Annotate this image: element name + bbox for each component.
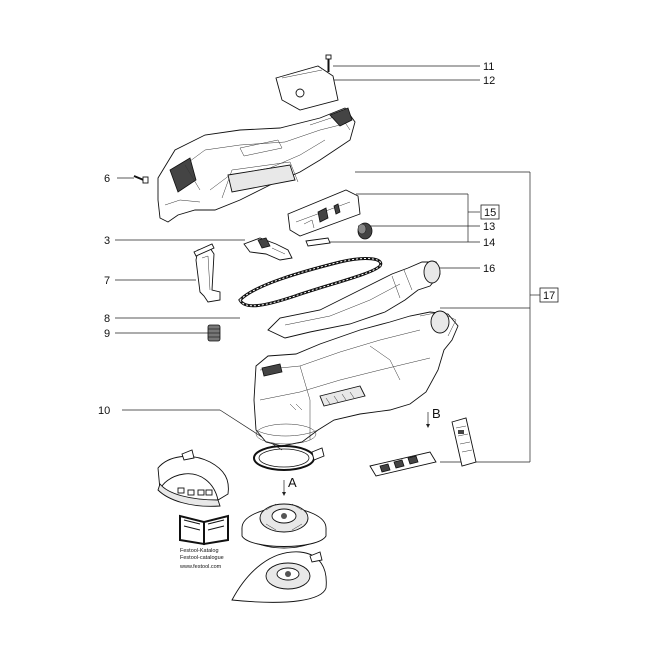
- part-16-dust-channel-icon: [267, 260, 441, 339]
- upper-housing-icon: [157, 107, 356, 223]
- label-7: 7: [104, 275, 110, 287]
- round-sanding-pad-icon: [241, 503, 327, 549]
- label-17-box: [539, 287, 559, 303]
- catalogue-line-1: Festool-Katalog: [180, 548, 219, 554]
- label-3: 3: [104, 235, 110, 247]
- part-7-bracket-icon: [193, 243, 221, 303]
- part-11-screw-icon: [325, 54, 332, 72]
- part-13-knob-icon: [357, 222, 373, 240]
- part-15-switch-plate-icon: [287, 189, 361, 237]
- sticker-strip-icon: [369, 451, 437, 477]
- part-10-ring-icon: [253, 445, 325, 471]
- part-12-cap-icon: [275, 65, 339, 111]
- label-16: 16: [483, 263, 495, 275]
- label-8: 8: [104, 313, 110, 325]
- catalogue-line-2: Festool-catalogue: [180, 555, 224, 561]
- label-A: A: [288, 475, 297, 490]
- protector-ring-icon: [157, 449, 229, 507]
- part-3-switch-icon: [243, 237, 293, 261]
- part-8-belt-icon: [238, 257, 383, 308]
- part-labels: 11 12 6 15 13 3 14 7 16 17 8 9 10 B A: [98, 61, 559, 496]
- label-14: 14: [483, 237, 495, 249]
- catalogue-book-icon: [179, 514, 229, 546]
- label-15-box: [480, 204, 500, 220]
- label-13: 13: [483, 221, 495, 233]
- label-17: 17: [543, 290, 555, 302]
- part-14-plate-icon: [305, 237, 331, 247]
- label-15: 15: [484, 207, 496, 219]
- label-6: 6: [104, 173, 110, 185]
- label-12: 12: [483, 75, 495, 87]
- label-11: 11: [483, 61, 494, 73]
- label-B: B: [432, 406, 441, 421]
- label-plate-icon: [451, 417, 477, 467]
- catalogue-line-3: www.festool.com: [179, 564, 222, 570]
- lower-housing-icon: [253, 310, 459, 447]
- part-6-screw-icon: [133, 175, 149, 184]
- delta-sanding-pad-icon: [231, 551, 327, 603]
- label-10: 10: [98, 405, 110, 417]
- part-9-spring-icon: [207, 324, 221, 342]
- label-9: 9: [104, 328, 110, 340]
